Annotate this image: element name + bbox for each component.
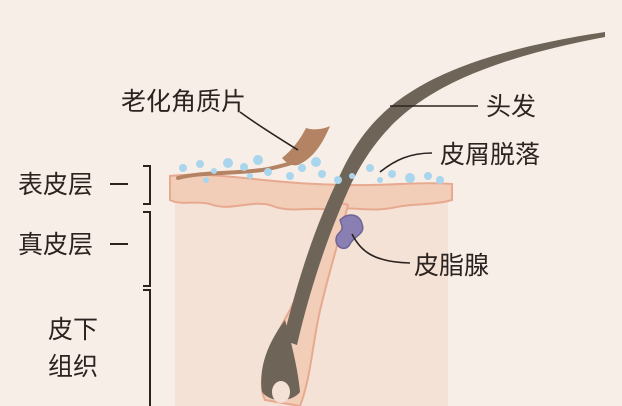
leader-flake: [239, 111, 299, 151]
label-sebaceous-gland: 皮脂腺: [414, 251, 489, 280]
label-dermis: 真皮层: [18, 230, 93, 259]
label-epidermis: 表皮层: [18, 170, 93, 199]
bracket-dermis: [110, 211, 151, 287]
label-dandruff: 皮屑脱落: [440, 140, 540, 169]
label-subcutis-line2: 组织: [48, 352, 98, 381]
leader-dandruff: [379, 152, 433, 173]
bracket-subcutis: [143, 289, 151, 406]
flake-strip: [176, 160, 297, 180]
aged-keratin-flake: [282, 126, 330, 166]
label-aged-flake: 老化角质片: [121, 87, 246, 116]
hair-shaft: [283, 32, 605, 345]
leader-lines: [239, 105, 478, 264]
epidermis-layer: [169, 173, 453, 212]
layer-brackets: [110, 165, 151, 406]
label-subcutis-line1: 皮下: [48, 315, 98, 344]
dermal-papilla: [272, 381, 290, 403]
label-hair: 头发: [486, 92, 536, 121]
sebaceous-gland: [335, 214, 364, 250]
leader-sebaceous: [351, 233, 411, 264]
dandruff-particles: [179, 155, 444, 184]
bracket-epidermis: [110, 165, 151, 205]
